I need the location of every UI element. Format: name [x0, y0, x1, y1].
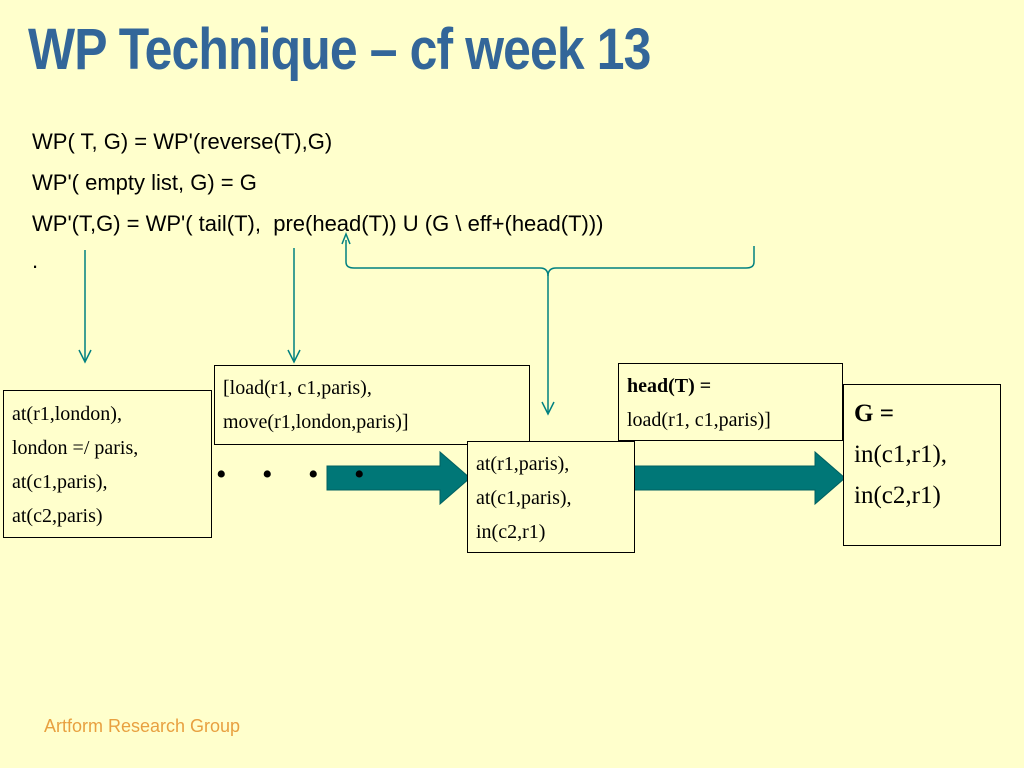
initial-state-line: london =/ paris, — [12, 437, 139, 459]
plan-box: [load(r1, c1,paris), move(r1,london,pari… — [214, 365, 530, 445]
initial-state-line: at(r1,london), — [12, 403, 122, 425]
mid-state-line: in(c2,r1) — [476, 521, 546, 543]
footer-text: Artform Research Group — [44, 716, 241, 736]
mid-state-line: at(c1,paris), — [476, 487, 572, 509]
mid-state-line: at(r1,paris), — [476, 453, 570, 475]
equation-3: WP'(T,G) = WP'( tail(T), pre(head(T)) U … — [32, 211, 604, 236]
initial-state-box: at(r1,london), london =/ paris, at(c1,pa… — [3, 390, 212, 538]
brace-right — [547, 246, 755, 277]
block-arrow-to-goal — [632, 450, 846, 506]
plan-line: [load(r1, c1,paris), — [223, 377, 372, 399]
goal-label: G = — [854, 400, 894, 427]
equation-2: WP'( empty list, G) = G — [32, 170, 257, 195]
arrow-to-plan-head — [287, 349, 301, 364]
ellipsis: • • • • — [216, 458, 379, 491]
head-value: load(r1, c1,paris)] — [627, 409, 771, 431]
arrow-to-mid-state-head — [541, 401, 555, 416]
initial-state-line: at(c1,paris), — [12, 471, 108, 493]
goal-line: in(c2,r1) — [854, 482, 941, 509]
initial-state-line: at(c2,paris) — [12, 505, 103, 527]
equation-1: WP( T, G) = WP'(reverse(T),G) — [32, 129, 333, 154]
slide-title: WP Technique – cf week 13 — [28, 17, 651, 82]
head-label: head(T) = — [627, 375, 712, 397]
plan-line: move(r1,london,paris)] — [223, 411, 409, 433]
stray-dot: . — [32, 248, 39, 273]
goal-line: in(c1,r1), — [854, 441, 948, 468]
goal-box: G = in(c1,r1), in(c2,r1) — [843, 384, 1001, 546]
head-box: head(T) = load(r1, c1,paris)] — [618, 363, 843, 441]
arrow-to-initial-state-head — [78, 349, 92, 364]
mid-state-box: at(r1,paris), at(c1,paris), in(c2,r1) — [467, 441, 635, 553]
